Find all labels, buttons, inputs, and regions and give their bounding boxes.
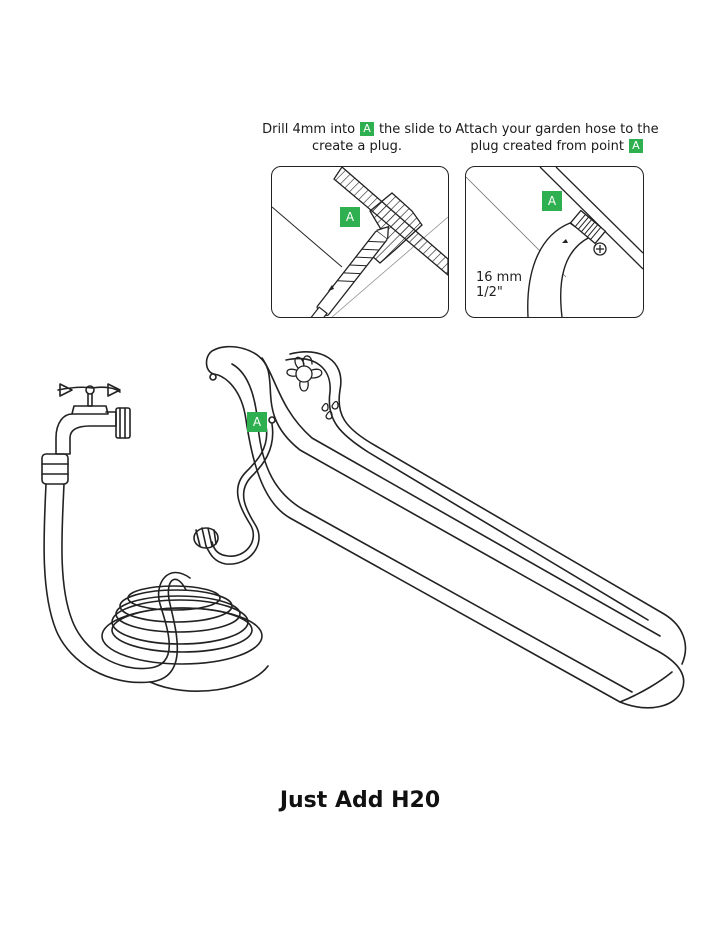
slide-hole xyxy=(209,373,217,381)
tap-icon xyxy=(55,383,131,455)
step1-caption-badge: A xyxy=(360,122,374,136)
step1-caption: Drill 4mm into A the slide to create a p… xyxy=(262,121,452,155)
main-illustration: A xyxy=(0,330,720,750)
slide-outline xyxy=(205,345,685,709)
step2-caption: Attach your garden hose to the plug crea… xyxy=(444,121,670,155)
main-point-badge: A xyxy=(247,412,267,432)
step2-caption-badge: A xyxy=(629,139,643,153)
step2-attach-panel: A 16 mm 1/2" xyxy=(465,166,644,318)
drill-bit xyxy=(309,225,390,317)
hose-size-mm: 16 mm xyxy=(476,270,523,285)
tap-hose-slide-illustration xyxy=(41,345,687,709)
step1-caption-after: the slide to create a plug. xyxy=(312,122,452,154)
plug-point xyxy=(268,416,276,424)
coiled-hose xyxy=(101,585,269,692)
attach-illustration xyxy=(466,167,643,317)
step2-panel-badge: A xyxy=(542,191,562,211)
step1-drill-panel: A xyxy=(271,166,449,318)
footer-title: Just Add H20 xyxy=(279,788,441,813)
splash-motif xyxy=(286,355,339,420)
step2-caption-before: Attach your garden hose to the plug crea… xyxy=(455,122,659,154)
hose-size-inch: 1/2" xyxy=(476,285,503,300)
drill-illustration xyxy=(272,167,448,317)
step1-panel-badge: A xyxy=(340,207,360,227)
slide-hose xyxy=(205,423,274,565)
tap-hose xyxy=(41,453,191,684)
step1-caption-before: Drill 4mm into xyxy=(262,122,356,137)
hose-connector xyxy=(569,209,607,245)
hose-end-connector xyxy=(193,527,219,549)
hose-section xyxy=(527,222,592,317)
